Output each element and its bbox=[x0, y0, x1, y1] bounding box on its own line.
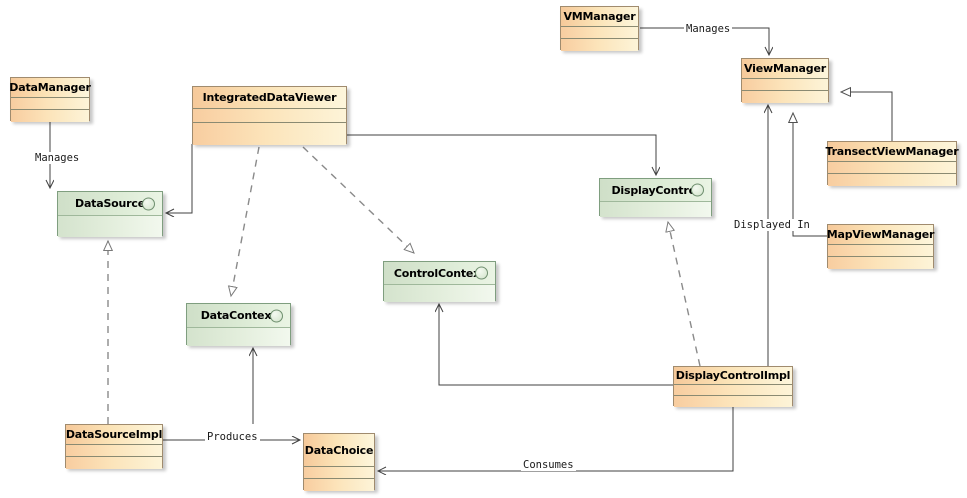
uml-attributes-compartment bbox=[193, 109, 346, 123]
uml-node-datamanager[interactable]: DataManager bbox=[9, 77, 91, 122]
uml-node-mapviewmanager[interactable]: MapViewManager bbox=[827, 224, 934, 269]
edge-transectviewmanager-viewmanager bbox=[841, 92, 893, 141]
uml-node-vmmanager[interactable]: VMManager bbox=[560, 6, 639, 51]
edge-label-produces: Produces bbox=[205, 431, 260, 443]
interface-circle-icon bbox=[691, 183, 704, 197]
uml-operations-compartment bbox=[66, 457, 162, 469]
uml-operations-compartment bbox=[11, 110, 89, 122]
uml-attributes-compartment bbox=[11, 98, 89, 110]
uml-node-title: DataManager bbox=[9, 78, 91, 98]
edge-idv-datasource bbox=[166, 144, 193, 213]
uml-node-datasourceimpl[interactable]: DataSourceImpl bbox=[65, 424, 163, 469]
uml-node-title: DisplayControl bbox=[600, 179, 711, 202]
uml-node-datacontext[interactable]: DataContext bbox=[186, 303, 291, 346]
uml-operations-compartment bbox=[828, 257, 933, 269]
uml-operations-compartment bbox=[561, 39, 638, 51]
uml-operations-compartment bbox=[674, 396, 792, 407]
uml-operations-compartment bbox=[58, 216, 162, 237]
uml-node-title: ControlContext bbox=[384, 262, 495, 285]
uml-node-displaycontrolimpl[interactable]: DisplayControlImpl bbox=[673, 366, 793, 407]
uml-node-title: DataContext bbox=[187, 304, 290, 328]
uml-node-title: DataSource bbox=[58, 192, 162, 216]
uml-node-title: DisplayControlImpl bbox=[674, 367, 792, 385]
uml-node-integrateddataviewer[interactable]: IntegratedDataViewer bbox=[192, 86, 347, 145]
uml-attributes-compartment bbox=[828, 162, 956, 174]
uml-node-transectviewmanager[interactable]: TransectViewManager bbox=[825, 141, 959, 186]
edge-label-manages: Manages bbox=[684, 23, 733, 35]
uml-node-title: DataSourceImpl bbox=[66, 425, 162, 445]
edge-idv-datacontext bbox=[231, 146, 260, 296]
uml-node-title: TransectViewManager bbox=[825, 142, 959, 162]
edge-label-displayed-in: Displayed In bbox=[732, 219, 812, 231]
interface-circle-icon bbox=[475, 266, 488, 280]
edge-displaycontrolimpl-displaycontrol bbox=[668, 222, 701, 367]
edge-label-manages: Manages bbox=[33, 152, 82, 164]
uml-node-title: ViewManager bbox=[742, 59, 828, 79]
uml-operations-compartment bbox=[304, 479, 374, 491]
uml-attributes-compartment bbox=[674, 385, 792, 396]
uml-node-datachoice[interactable]: DataChoice bbox=[303, 433, 375, 491]
uml-attributes-compartment bbox=[828, 245, 933, 257]
uml-operations-compartment bbox=[828, 174, 956, 186]
uml-attributes-compartment bbox=[742, 79, 828, 91]
edge-mapviewmanager-viewmanager bbox=[793, 113, 827, 237]
interface-circle-icon bbox=[270, 309, 283, 322]
edge-idv-controlcontext bbox=[302, 146, 414, 253]
uml-operations-compartment bbox=[187, 328, 290, 346]
edge-displaycontrolimpl-controlcontext bbox=[439, 304, 673, 386]
uml-operations-compartment bbox=[742, 91, 828, 103]
uml-node-controlcontext[interactable]: ControlContext bbox=[383, 261, 496, 302]
uml-node-displaycontrol[interactable]: DisplayControl bbox=[599, 178, 712, 217]
edge-label-consumes: Consumes bbox=[521, 459, 576, 471]
edge-idv-displaycontrol bbox=[347, 134, 656, 175]
uml-node-title: VMManager bbox=[561, 7, 638, 27]
uml-node-title: DataChoice bbox=[304, 434, 374, 467]
uml-node-title: IntegratedDataViewer bbox=[193, 87, 346, 109]
uml-node-datasource[interactable]: DataSource bbox=[57, 191, 163, 237]
uml-operations-compartment bbox=[193, 123, 346, 145]
uml-attributes-compartment bbox=[66, 445, 162, 457]
uml-node-title: MapViewManager bbox=[827, 225, 934, 245]
uml-attributes-compartment bbox=[304, 467, 374, 479]
interface-circle-icon bbox=[142, 197, 155, 210]
uml-operations-compartment bbox=[384, 285, 495, 302]
uml-node-viewmanager[interactable]: ViewManager bbox=[741, 58, 829, 103]
uml-operations-compartment bbox=[600, 202, 711, 217]
uml-attributes-compartment bbox=[561, 27, 638, 39]
